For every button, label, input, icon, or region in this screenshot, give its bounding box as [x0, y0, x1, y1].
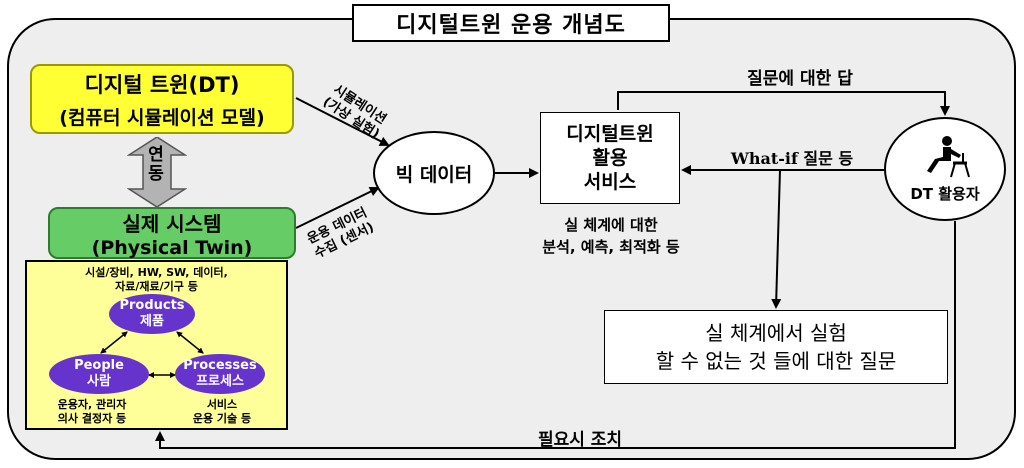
assets-text: 시설/장비, HW, SW, 데이터, 자료/재료/기구 등 [27, 266, 286, 294]
digital-twin-title: 디지털 트윈(DT) [84, 72, 240, 97]
action-arrow [155, 221, 956, 449]
process-note-line2: 운용 기술 등 [192, 412, 252, 425]
digital-twin-box: 디지털 트윈(DT) (컴퓨터 시뮬레이션 모델) [30, 64, 294, 134]
physical-links [100, 331, 204, 378]
service-note-line1: 실 체계에 대한 [564, 216, 658, 234]
question-line1: 실 체계에서 실험 [705, 321, 847, 345]
question-arrow [771, 169, 782, 309]
processes-ko: 프로세스 [196, 374, 244, 389]
whatif-label: What-if 질문 등 [730, 149, 854, 168]
service-line2: 활용 [592, 147, 628, 169]
service-note: 실 체계에 대한 분석, 예측, 최적화 등 [498, 214, 724, 258]
physical-system-title: 실제 시스템 [122, 211, 222, 236]
question-box: 실 체계에서 실험 할 수 없는 것 들에 대한 질문 [604, 310, 948, 384]
physical-system-subtitle: (Physical Twin) [91, 236, 253, 259]
seated-person-icon [927, 135, 970, 177]
answer-label: 질문에 대한 답 [747, 69, 853, 89]
diagram-title: 디지털트윈 운용 개념도 [352, 4, 670, 42]
assets-line1: 시설/장비, HW, SW, 데이터, [85, 266, 228, 279]
process-note-line1: 서비스 [206, 398, 238, 411]
physical-twin-panel: 시설/장비, HW, SW, 데이터, 자료/재료/기구 등 Products … [25, 260, 288, 430]
link-label: 연동 [148, 145, 164, 184]
service-line3: 서비스 [583, 171, 637, 193]
answer-arrow [617, 91, 950, 116]
process-note: 서비스 운용 기술 등 [167, 398, 277, 426]
dt-user-node: DT 활용자 [884, 117, 1006, 221]
sensor-arrow [295, 187, 380, 229]
products-ko: 제품 [140, 314, 164, 329]
sim-arrow [295, 97, 390, 146]
question-line2: 할 수 없는 것 들에 대한 질문 [655, 349, 897, 373]
big-data-node: 빅 데이터 [373, 131, 495, 215]
people-ko: 사람 [87, 374, 111, 389]
assets-line2: 자료/재료/기구 등 [115, 280, 198, 293]
digital-twin-subtitle: (컴퓨터 시뮬레이션 모델) [59, 106, 265, 129]
service-line1: 디지털트윈 [566, 123, 654, 145]
processes-en: Processes [183, 358, 257, 373]
dt-service-box: 디지털트윈 활용 서비스 [540, 112, 680, 204]
processes-node: Processes 프로세스 [175, 354, 265, 394]
people-note: 운용자, 관리자 의사 결정자 등 [37, 398, 147, 426]
people-note-line1: 운용자, 관리자 [57, 398, 127, 411]
people-note-line2: 의사 결정자 등 [57, 412, 127, 425]
products-en: Products [119, 298, 185, 313]
service-note-line2: 분석, 예측, 최적화 등 [542, 238, 680, 256]
people-node: People 사람 [49, 354, 149, 394]
dt-user-label: DT 활용자 [910, 184, 980, 203]
link-double-arrow [127, 137, 187, 207]
action-label: 필요시 조치 [537, 430, 623, 450]
products-node: Products 제품 [109, 294, 195, 334]
physical-system-box: 실제 시스템 (Physical Twin) [48, 207, 296, 259]
people-en: People [74, 358, 124, 373]
